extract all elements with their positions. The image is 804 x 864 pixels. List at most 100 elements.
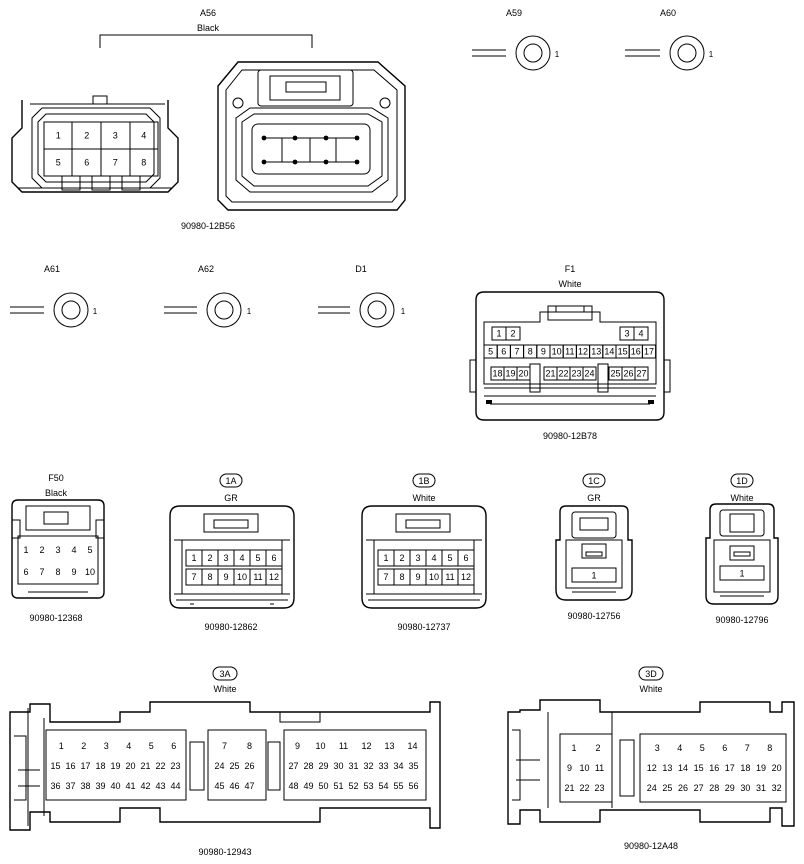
- pin-label: 25: [610, 368, 620, 378]
- a62-pin: 1: [247, 307, 252, 316]
- pin-label: 19: [505, 368, 515, 378]
- 3a-badge: [212, 666, 238, 681]
- pin-label: 5: [488, 346, 493, 356]
- pin-label: 29: [318, 761, 328, 771]
- pin-label: 23: [571, 368, 581, 378]
- 1d-pin: 1: [739, 568, 744, 578]
- pin-label: 6: [271, 553, 276, 563]
- f1-part-number: 90980-12B78: [543, 431, 597, 441]
- pin-label: 14: [604, 346, 614, 356]
- pin-label: 2: [84, 130, 89, 140]
- 1c-pin: 1: [591, 570, 596, 580]
- pin-label: 11: [339, 741, 348, 751]
- pin-label: 8: [207, 572, 212, 582]
- pin-label: 26: [244, 761, 254, 771]
- pin-label: 21: [564, 783, 574, 793]
- pin-cell: [505, 326, 521, 341]
- 1d-id: 1D: [736, 476, 748, 486]
- pin-label: 28: [303, 761, 313, 771]
- f1-id: F1: [565, 264, 576, 274]
- pin-label: 45: [214, 781, 224, 791]
- pin-label: 35: [408, 761, 418, 771]
- pin-label: 10: [552, 346, 562, 356]
- a56-color: Black: [197, 23, 220, 33]
- pin-label: 7: [745, 743, 750, 753]
- pin-label: 1: [23, 545, 28, 555]
- pin-label: 6: [501, 346, 506, 356]
- pin-label: 27: [636, 368, 646, 378]
- pin-label: 8: [399, 572, 404, 582]
- pin-label: 4: [239, 553, 244, 563]
- pin-label: 25: [662, 783, 672, 793]
- pin-label: 1: [383, 553, 388, 563]
- pin-label: 6: [463, 553, 468, 563]
- 3d-part-number: 90980-12A48: [624, 841, 678, 851]
- pin-label: 31: [348, 761, 358, 771]
- pin-label: 51: [333, 781, 343, 791]
- a60-id: A60: [660, 8, 676, 18]
- pin-label: 42: [140, 781, 150, 791]
- pin-label: 29: [725, 783, 735, 793]
- 1b-part-number: 90980-12737: [397, 622, 450, 632]
- pin-label: 12: [647, 763, 657, 773]
- 1d-cavity: [719, 565, 765, 581]
- pin-label: 14: [678, 763, 688, 773]
- 3a-color: White: [213, 684, 236, 694]
- pin-label: 15: [694, 763, 704, 773]
- pin-label: 24: [584, 368, 594, 378]
- connector-a60: A60 1: [625, 8, 714, 71]
- pin-label: 22: [579, 783, 589, 793]
- pin-label: 8: [141, 157, 146, 167]
- pin-label: 15: [50, 761, 60, 771]
- pin-label: 7: [191, 572, 196, 582]
- pin-label: 4: [431, 553, 436, 563]
- pin-label: 9: [71, 567, 76, 577]
- pin-label: 18: [492, 368, 502, 378]
- pin-label: 13: [591, 346, 601, 356]
- pin-label: 2: [81, 741, 86, 751]
- pin-label: 39: [95, 781, 105, 791]
- pin-label: 34: [393, 761, 403, 771]
- pin-label: 15: [618, 346, 628, 356]
- pin-cell: [516, 366, 531, 381]
- pin-label: 7: [514, 346, 519, 356]
- pin-label: 36: [50, 781, 60, 791]
- 1b-id: 1B: [418, 476, 429, 486]
- pin-cell: [634, 366, 649, 381]
- pin-label: 9: [567, 763, 572, 773]
- pin-label: 28: [709, 783, 719, 793]
- pin-label: 52: [348, 781, 358, 791]
- pin-label: 2: [207, 553, 212, 563]
- pin-label: 10: [315, 741, 325, 751]
- pin-label: 40: [110, 781, 120, 791]
- pin-label: 2: [39, 545, 44, 555]
- pin-label: 3: [415, 553, 420, 563]
- pin-label: 7: [383, 572, 388, 582]
- pin-label: 5: [447, 553, 452, 563]
- pin-label: 24: [647, 783, 657, 793]
- a56-id: A56: [200, 8, 216, 18]
- pin-label: 6: [722, 743, 727, 753]
- pin-label: 19: [756, 763, 766, 773]
- pin-label: 1: [56, 130, 61, 140]
- connector-1c: 1C GR 1 90980-12756: [555, 473, 633, 621]
- pin-label: 23: [594, 783, 604, 793]
- pin-label: 20: [518, 368, 528, 378]
- pin-label: 1: [571, 743, 576, 753]
- pin-cell: [582, 366, 597, 381]
- 1b-color: White: [412, 493, 435, 503]
- a59-id: A59: [506, 8, 522, 18]
- pin-label: 10: [579, 763, 589, 773]
- pin-label: 17: [725, 763, 735, 773]
- pin-label: 3: [624, 328, 629, 338]
- pin-cell: [641, 344, 657, 359]
- pin-label: 33: [378, 761, 388, 771]
- pin-label: 2: [595, 743, 600, 753]
- pin-label: 12: [461, 572, 471, 582]
- pin-label: 11: [595, 763, 604, 773]
- pin-label: 47: [244, 781, 254, 791]
